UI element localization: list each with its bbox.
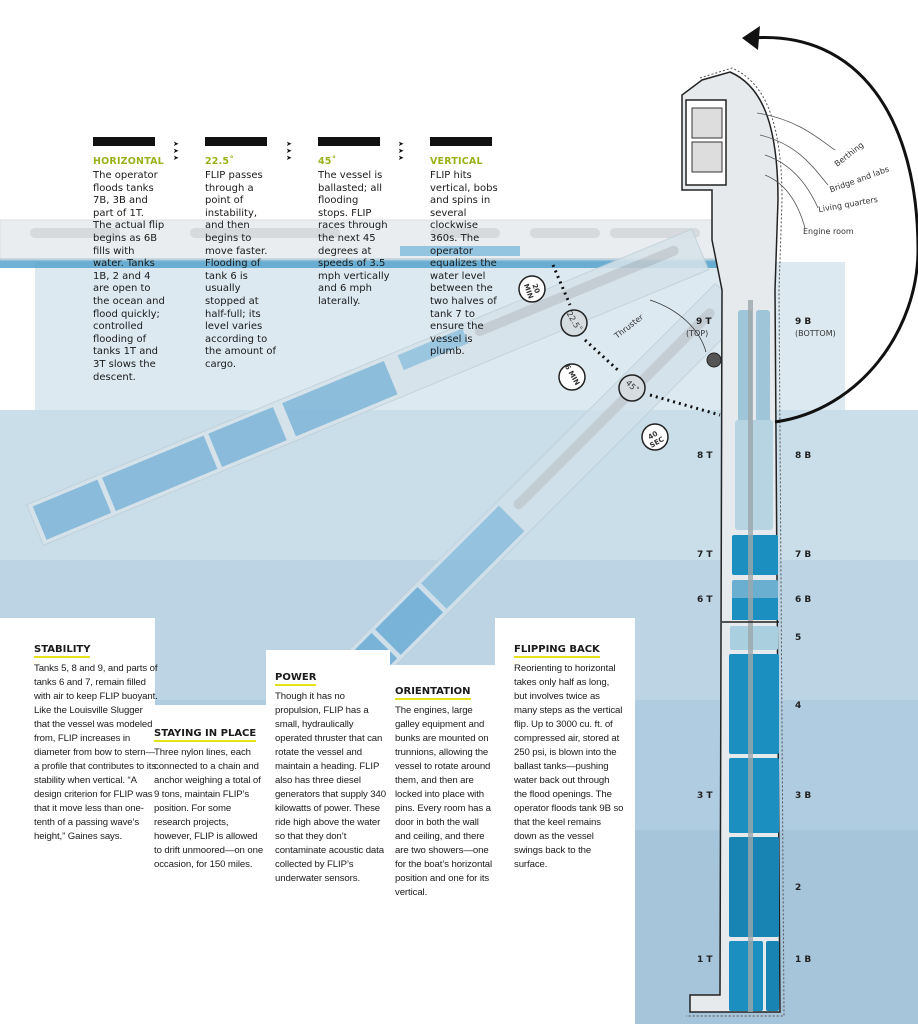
tank-7t: 7 T [697,550,713,560]
card-orientation: ORIENTATION The engines, large galley equ… [395,679,495,900]
card-staying-in-place: STAYING IN PLACE Three nylon lines, each … [154,721,264,872]
card-text: Though it has no propulsion, FLIP has a … [275,691,387,884]
arrows-icon: ➤➤➤ [173,140,179,162]
step-horizontal: HORIZONTAL The operator floods tanks 7B, … [93,137,165,384]
waterline [0,258,720,268]
step-vertical: VERTICAL FLIP hits vertical, bobs and spi… [430,137,502,359]
step-text: The operator floods tanks 7B, 3B and par… [93,170,165,383]
card-stability: STABILITY Tanks 5, 8 and 9, and parts of … [34,637,159,844]
horizontal-ship [0,219,721,261]
step-title: HORIZONTAL [93,156,164,167]
tank-1t: 1 T [697,955,713,965]
timing-badges [518,275,669,451]
step-text: The vessel is ballasted; all flooding st… [318,170,390,307]
card-flipping-back: FLIPPING BACK Reorienting to horizontal t… [514,637,624,872]
step-title: 45˚ [318,156,337,167]
step-text: FLIP passes through a point of instabili… [205,170,276,370]
tank-9t: 9 T [696,317,712,327]
card-title: POWER [275,672,317,686]
step-text: FLIP hits vertical, bobs and spins in se… [430,170,498,358]
card-title: STAYING IN PLACE [154,728,257,742]
arrows-icon: ➤➤➤ [286,140,292,162]
arrowhead-icon [742,26,760,50]
tank-top-label: (TOP) [686,329,709,338]
room-engine: Engine room [803,227,854,236]
card-title: ORIENTATION [395,686,471,700]
tank-8b: 8 B [795,451,812,461]
tank-7b: 7 B [795,550,812,560]
tank-4: 4 [795,701,802,711]
card-text: Three nylon lines, each connected to a c… [154,747,264,870]
card-text: The engines, large galley equipment and … [395,705,493,898]
card-title: STABILITY [34,644,91,658]
step-22-5: 22.5˚ FLIP passes through a point of inst… [205,137,277,372]
vertical-ship [681,67,785,1017]
tank-9b: 9 B [795,317,812,327]
tank-3t: 3 T [697,791,713,801]
panel-bg [495,618,635,1024]
step-title: 22.5˚ [205,156,235,167]
room-leaders [756,112,836,229]
card-text: Reorienting to horizontal takes only hal… [514,663,624,870]
panel-bg [266,650,390,1024]
tank-6b: 6 B [795,595,812,605]
arrows-icon: ➤➤➤ [398,140,404,162]
trajectory-dots [551,264,721,417]
ship-22-5-degrees [25,228,710,546]
thruster-leader [649,299,707,353]
tank-5: 5 [795,633,802,643]
card-power: POWER Though it has no propulsion, FLIP h… [275,665,390,886]
card-title: FLIPPING BACK [514,644,600,658]
tank-bottom-label: (BOTTOM) [795,329,836,338]
card-text: Tanks 5, 8 and 9, and parts of tanks 6 a… [34,663,158,842]
tank-1b: 1 B [795,955,812,965]
tank-8t: 8 T [697,451,713,461]
panel-bg [0,618,155,1024]
tank-3b: 3 B [795,791,812,801]
step-45: 45˚ The vessel is ballasted; all flooding… [318,137,390,309]
tank-2: 2 [795,883,802,893]
panel-bg [150,705,268,1024]
tank-6t: 6 T [697,595,713,605]
panel-bg [388,665,498,1024]
step-title: VERTICAL [430,156,483,167]
